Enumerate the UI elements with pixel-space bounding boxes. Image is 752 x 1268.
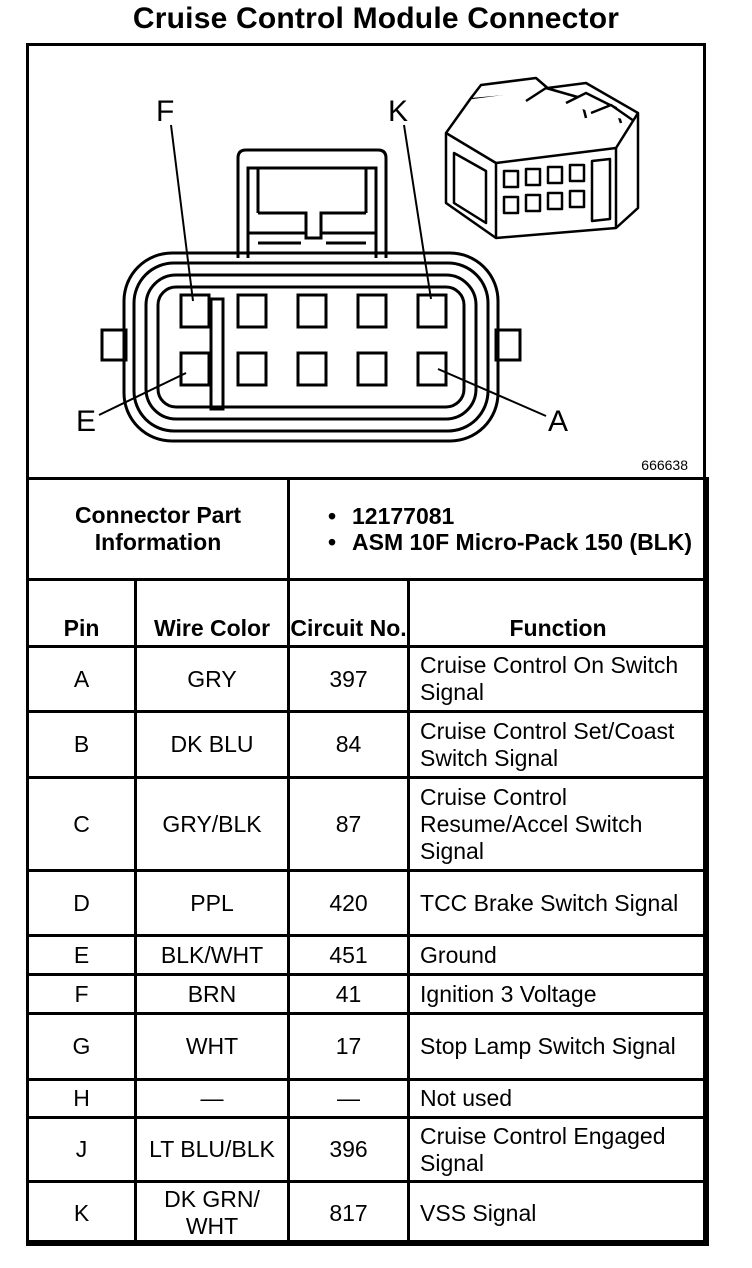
wire-color-cell: DK GRN/ WHT — [133, 1180, 291, 1246]
circuit-cell: 17 — [287, 1012, 411, 1081]
callout-F: F — [156, 95, 174, 128]
pin-cell: B — [26, 710, 137, 779]
figure-id: 666638 — [641, 457, 688, 473]
callout-leaders — [98, 124, 547, 417]
function-cell: Ground — [407, 934, 710, 976]
function-cell: Ignition 3 Voltage — [407, 973, 710, 1015]
table-row: D PPL 420 TCC Brake Switch Signal — [26, 869, 710, 937]
connector-face-svg: F K E A — [76, 76, 640, 443]
cavity-A — [416, 351, 448, 387]
function-cell: Cruise Control Engaged Signal — [407, 1116, 710, 1183]
wire-color-cell: BLK/WHT — [133, 934, 291, 976]
circuit-cell: 397 — [287, 645, 411, 713]
header-function: Function — [407, 578, 710, 648]
pin-cell: D — [26, 869, 137, 937]
circuit-cell: 84 — [287, 710, 411, 779]
function-cell: TCC Brake Switch Signal — [407, 869, 710, 937]
part-number: 12177081 — [328, 503, 706, 529]
pinout-table: Connector Part Information 12177081 ASM … — [25, 477, 710, 1246]
callout-A: A — [548, 405, 568, 438]
wire-color-cell: BRN — [133, 973, 291, 1015]
function-cell: Stop Lamp Switch Signal — [407, 1012, 710, 1081]
table-row: A GRY 397 Cruise Control On Switch Signa… — [26, 645, 710, 713]
pin-cell: A — [26, 645, 137, 713]
pin-cell: J — [26, 1116, 137, 1183]
circuit-cell: 41 — [287, 973, 411, 1015]
connector-part-info-label: Connector Part Information — [25, 477, 291, 581]
wire-color-cell: — — [133, 1078, 291, 1119]
connector-3d-view — [444, 76, 640, 240]
wire-color-cell: LT BLU/BLK — [133, 1116, 291, 1183]
connector-body — [122, 251, 500, 443]
header-pin: Pin — [26, 578, 137, 648]
circuit-cell: 817 — [287, 1180, 411, 1246]
circuit-cell: — — [287, 1078, 411, 1119]
header-circuit: Circuit No. — [287, 578, 411, 648]
function-cell: Cruise Control Resume/Accel Switch Signa… — [407, 776, 710, 872]
function-cell: Not used — [407, 1078, 710, 1119]
table-row: J LT BLU/BLK 396 Cruise Control Engaged … — [26, 1116, 710, 1183]
side-tabs — [100, 328, 522, 362]
table-row: B DK BLU 84 Cruise Control Set/Coast Swi… — [26, 710, 710, 779]
table-header-row: Pin Wire Color Circuit No. Function — [26, 578, 710, 648]
connector-part-info-values: 12177081 ASM 10F Micro-Pack 150 (BLK) — [287, 477, 710, 581]
circuit-cell: 420 — [287, 869, 411, 937]
function-cell: Cruise Control On Switch Signal — [407, 645, 710, 713]
callout-K: K — [388, 95, 408, 128]
table-row: K DK GRN/ WHT 817 VSS Signal — [26, 1180, 710, 1246]
table-row: E BLK/WHT 451 Ground — [26, 934, 710, 976]
diagram-title: Cruise Control Module Connector — [132, 2, 620, 35]
wire-color-cell: WHT — [133, 1012, 291, 1081]
connector-latch — [236, 148, 388, 258]
connector-diagram: F K E A 666638 — [26, 43, 706, 479]
pin-cell: G — [26, 1012, 137, 1081]
table-row: C GRY/BLK 87 Cruise Control Resume/Accel… — [26, 776, 710, 872]
callout-E: E — [76, 405, 96, 438]
connector-part-info-row: Connector Part Information 12177081 ASM … — [25, 477, 710, 581]
wire-color-cell: GRY/BLK — [133, 776, 291, 872]
part-description: ASM 10F Micro-Pack 150 (BLK) — [328, 529, 706, 555]
header-wire-color: Wire Color — [133, 578, 291, 648]
pin-cavities — [179, 293, 448, 387]
pin-cell: H — [26, 1078, 137, 1119]
circuit-cell: 396 — [287, 1116, 411, 1183]
cavity-F — [179, 293, 211, 329]
function-cell: VSS Signal — [407, 1180, 710, 1246]
table-row: H — — Not used — [26, 1078, 710, 1119]
function-cell: Cruise Control Set/Coast Switch Signal — [407, 710, 710, 779]
pin-cell: C — [26, 776, 137, 872]
circuit-cell: 87 — [287, 776, 411, 872]
wire-color-cell: PPL — [133, 869, 291, 937]
table-row: F BRN 41 Ignition 3 Voltage — [26, 973, 710, 1015]
cavity-E — [179, 351, 211, 387]
pin-cell: F — [26, 973, 137, 1015]
circuit-cell: 451 — [287, 934, 411, 976]
cavity-K — [416, 293, 448, 329]
wire-color-cell: GRY — [133, 645, 291, 713]
wire-color-cell: DK BLU — [133, 710, 291, 779]
table-row: G WHT 17 Stop Lamp Switch Signal — [26, 1012, 710, 1081]
pin-cell: K — [26, 1180, 137, 1246]
pin-cell: E — [26, 934, 137, 976]
